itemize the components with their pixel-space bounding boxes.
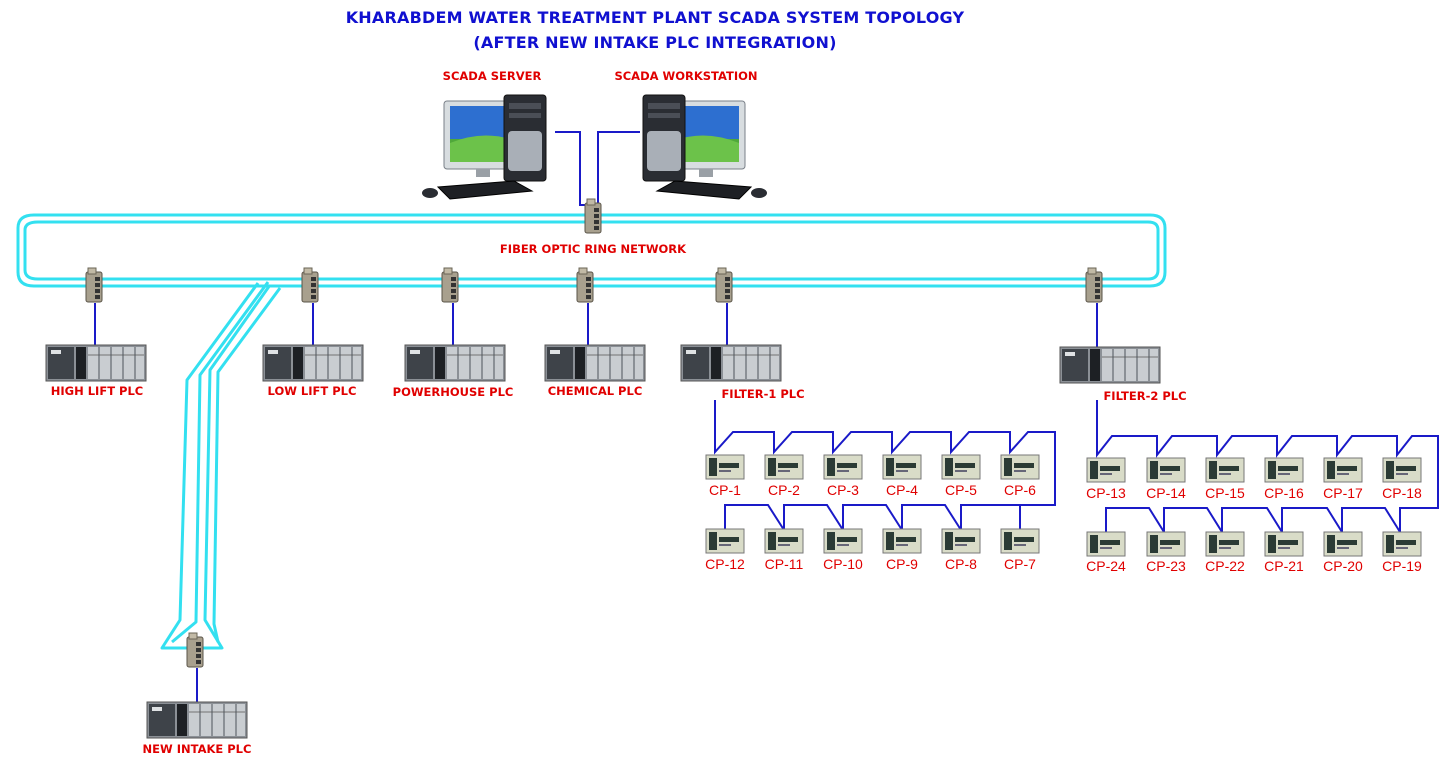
- cp-label: CP-24: [1086, 558, 1126, 574]
- scada-server-label: SCADA SERVER: [442, 69, 542, 83]
- cp-label: CP-8: [945, 556, 977, 572]
- cp-label: CP-4: [886, 482, 918, 498]
- control-panel-icon: [1264, 531, 1304, 557]
- plc-new-intake-label: NEW INTAKE PLC: [142, 742, 252, 756]
- control-panel-icon: [1382, 531, 1422, 557]
- cp-label: CP-19: [1382, 558, 1422, 574]
- scada-workstation-icon: [642, 94, 768, 200]
- control-panel-icon: [1323, 531, 1363, 557]
- cp-label: CP-12: [705, 556, 745, 572]
- cp-label: CP-16: [1264, 485, 1304, 501]
- control-panel-icon: [1264, 457, 1304, 483]
- control-panel-icon: [823, 454, 863, 480]
- control-panel-icon: [1000, 454, 1040, 480]
- control-panel-icon: [1146, 457, 1186, 483]
- plc-filter1-icon: [680, 344, 782, 382]
- cp-label: CP-3: [827, 482, 859, 498]
- control-panel-icon: [941, 528, 981, 554]
- scada-workstation-label: SCADA WORKSTATION: [614, 69, 758, 83]
- cp-label: CP-23: [1146, 558, 1186, 574]
- control-panel-icon: [705, 454, 745, 480]
- plc-high-lift-icon: [45, 344, 147, 382]
- switch-low-lift-icon: [301, 267, 319, 303]
- plc-new-intake-icon: [146, 701, 248, 739]
- cp-label: CP-1: [709, 482, 741, 498]
- control-panel-icon: [1205, 531, 1245, 557]
- cp-label: CP-10: [823, 556, 863, 572]
- switch-filter2-icon: [1085, 267, 1103, 303]
- cp-label: CP-13: [1086, 485, 1126, 501]
- control-panel-icon: [1000, 528, 1040, 554]
- cp-label: CP-17: [1323, 485, 1363, 501]
- cp-label: CP-6: [1004, 482, 1036, 498]
- switch-new-intake-icon: [186, 632, 204, 668]
- fiber-optic-ring: [16, 213, 1167, 288]
- switch-chemical-icon: [576, 267, 594, 303]
- plc-chemical-label: CHEMICAL PLC: [547, 384, 643, 398]
- diagram-title: KHARABDEM WATER TREATMENT PLANT SCADA SY…: [345, 8, 965, 27]
- switch-powerhouse-icon: [441, 267, 459, 303]
- plc-chemical-icon: [544, 344, 646, 382]
- cp-label: CP-7: [1004, 556, 1036, 572]
- cp-label: CP-21: [1264, 558, 1304, 574]
- control-panel-icon: [823, 528, 863, 554]
- ring-switch-central-icon: [584, 198, 602, 234]
- cp-label: CP-20: [1323, 558, 1363, 574]
- fiber-link-new-intake: [160, 281, 282, 650]
- control-panel-icon: [1086, 457, 1126, 483]
- diagram-subtitle: (AFTER NEW INTAKE PLC INTEGRATION): [473, 33, 837, 52]
- plc-filter1-label: FILTER-1 PLC: [721, 387, 805, 401]
- copper-links: [94, 131, 1439, 702]
- switch-filter1-icon: [715, 267, 733, 303]
- cp-label: CP-11: [764, 556, 804, 572]
- plc-powerhouse-label: POWERHOUSE PLC: [392, 385, 514, 399]
- plc-filter2-icon: [1059, 346, 1161, 384]
- cp-label: CP-18: [1382, 485, 1422, 501]
- cp-label: CP-14: [1146, 485, 1186, 501]
- plc-filter2-label: FILTER-2 PLC: [1103, 389, 1187, 403]
- control-panel-icon: [1146, 531, 1186, 557]
- control-panel-icon: [1382, 457, 1422, 483]
- fiber-ring-label: FIBER OPTIC RING NETWORK: [499, 242, 687, 256]
- cp-label: CP-2: [768, 482, 800, 498]
- switch-high-lift-icon: [85, 267, 103, 303]
- cp-label: CP-15: [1205, 485, 1245, 501]
- cp-label: CP-9: [886, 556, 918, 572]
- cp-label: CP-22: [1205, 558, 1245, 574]
- plc-low-lift-label: LOW LIFT PLC: [267, 384, 357, 398]
- control-panel-icon: [882, 528, 922, 554]
- control-panel-icon: [1086, 531, 1126, 557]
- control-panel-icon: [1323, 457, 1363, 483]
- cp-label: CP-5: [945, 482, 977, 498]
- control-panel-icon: [705, 528, 745, 554]
- control-panel-icon: [941, 454, 981, 480]
- control-panel-icon: [882, 454, 922, 480]
- control-panel-icon: [764, 528, 804, 554]
- plc-powerhouse-icon: [404, 344, 506, 382]
- scada-server-icon: [421, 94, 547, 200]
- plc-high-lift-label: HIGH LIFT PLC: [50, 384, 144, 398]
- control-panel-icon: [1205, 457, 1245, 483]
- plc-low-lift-icon: [262, 344, 364, 382]
- control-panel-icon: [764, 454, 804, 480]
